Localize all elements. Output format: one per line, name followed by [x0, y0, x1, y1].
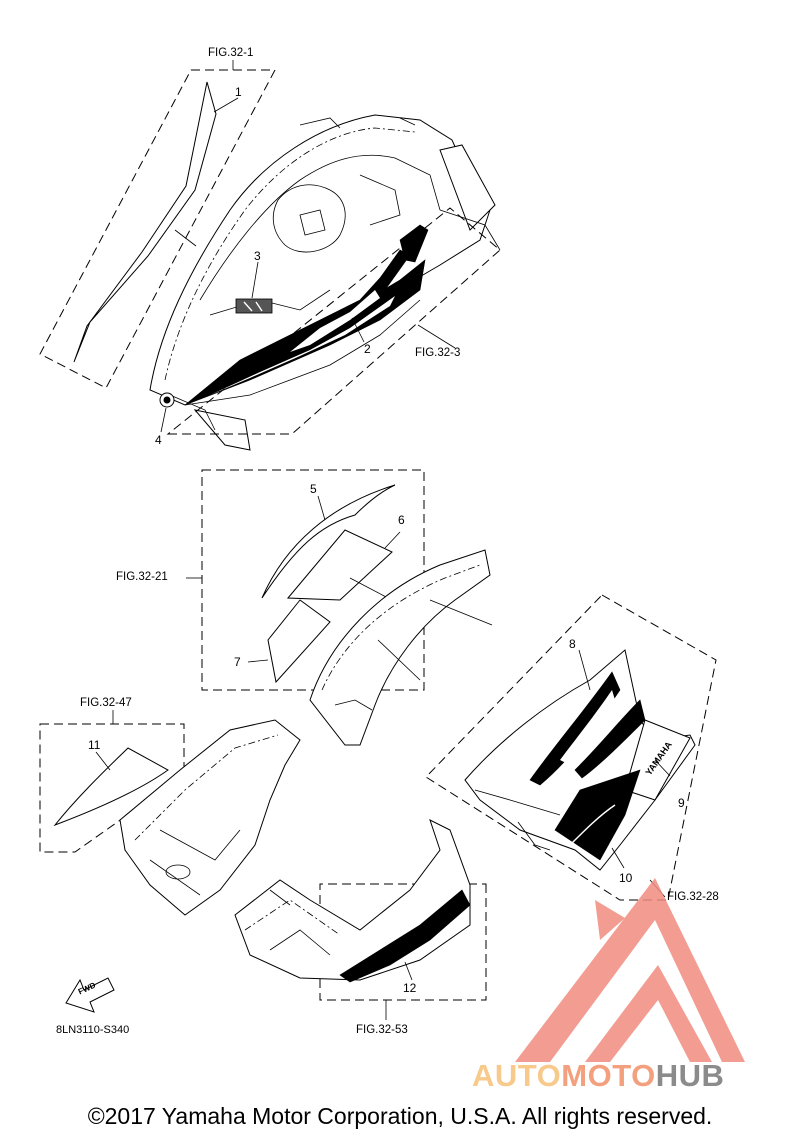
watermark-hub: HUB	[655, 1058, 725, 1093]
watermark-moto: MOTO	[561, 1058, 656, 1093]
leader-10	[611, 847, 625, 869]
callout-1: 1	[235, 85, 242, 99]
callout-9: 9	[678, 796, 685, 810]
fig-32-1-dashed-box	[39, 69, 276, 389]
decal-12-shape	[339, 889, 471, 983]
callout-8: 8	[569, 637, 576, 651]
leader-12	[404, 961, 413, 981]
fig-32-21-dashed-box	[201, 469, 425, 691]
decal-11-shape	[53, 747, 169, 827]
leader-6b	[349, 577, 389, 599]
leader-4	[160, 407, 167, 433]
leader-fig-32-3	[417, 324, 456, 349]
leader-6	[384, 531, 401, 549]
leader-1b	[174, 229, 197, 247]
decal-10-shape	[554, 769, 641, 861]
leader-3	[251, 261, 259, 299]
fig-ref-32-3: FIG.32-3	[415, 347, 461, 359]
watermark-logo-icon	[515, 878, 745, 1062]
decal-6-shape	[286, 529, 393, 601]
fig-ref-32-21: FIG.32-21	[116, 571, 168, 583]
fig-32-53-dashed-box	[319, 883, 487, 1001]
fig-32-47-dashed-box	[39, 723, 185, 853]
lower-left-panel	[119, 719, 301, 916]
decal-9-shape	[624, 719, 691, 801]
fig-ref-32-28: FIG.32-28	[667, 891, 719, 903]
decal-3-emblem	[235, 298, 273, 314]
side-panel-middle	[309, 549, 493, 746]
leader-8	[578, 649, 591, 691]
leader-11	[95, 751, 111, 771]
callout-11: 11	[88, 738, 101, 752]
callout-7: 7	[234, 655, 241, 669]
leader-2	[351, 317, 365, 343]
decal-1-shape	[73, 81, 217, 363]
callout-5: 5	[310, 482, 317, 496]
leader-9	[654, 759, 671, 777]
copyright-footer: ©2017 Yamaha Motor Corporation, U.S.A. A…	[87, 1103, 713, 1129]
fig-ref-32-53: FIG.32-53	[356, 1024, 408, 1036]
callout-4: 4	[155, 433, 162, 447]
leader-7	[247, 659, 269, 663]
callout-12: 12	[403, 981, 417, 995]
decal-7-shape	[267, 599, 331, 684]
fig-ref-32-47: FIG.32-47	[80, 697, 132, 709]
lower-cowl	[234, 819, 471, 983]
fig-ref-32-1: FIG.32-1	[208, 47, 254, 59]
leader-1	[213, 97, 239, 113]
decal-5-shape	[261, 484, 396, 599]
leader-5	[317, 495, 326, 521]
front-cowl-assembly	[149, 114, 501, 451]
callout-3: 3	[254, 249, 261, 263]
callout-6: 6	[398, 513, 405, 527]
side-cover-assembly: YAMAHA	[464, 649, 696, 871]
part-code: 8LN3110-S340	[56, 1024, 130, 1036]
watermark-brand: AUTOMOTOHUB	[472, 1058, 724, 1094]
callout-10: 10	[619, 871, 633, 885]
watermark-auto: AUTO	[472, 1058, 562, 1093]
callout-2: 2	[364, 342, 371, 356]
fwd-arrow-icon	[65, 977, 115, 1013]
